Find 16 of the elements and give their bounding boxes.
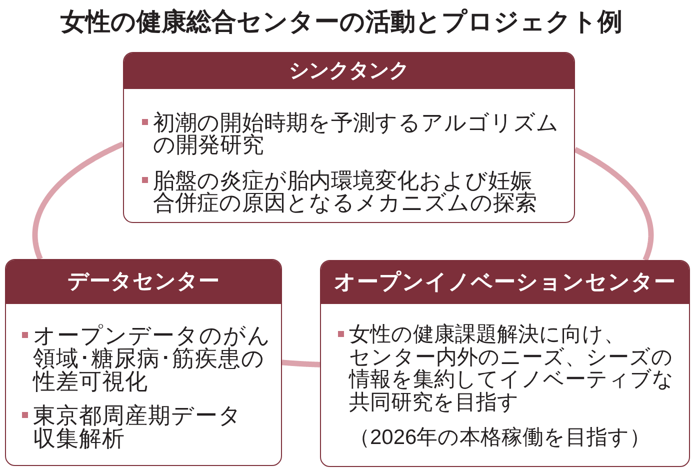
info-card: [320, 260, 690, 467]
list-item-text: 東京都周産期データ収集解析: [33, 404, 242, 450]
title: 女性の健康総合センターの活動とプロジェクト例: [60, 7, 624, 38]
card-header: データセンター: [6, 260, 281, 304]
curved-connector: [574, 147, 654, 262]
list-item-text: オープンデータのがん領域･糖尿病･筋疾患の性差可視化: [33, 324, 271, 393]
info-card: [5, 259, 282, 466]
card-header: オープンイノベーションセンター: [321, 261, 689, 304]
list-item-text: 胎盤の炎症が胎内環境変化および妊娠合併症の原因となるメカニズムの探索: [153, 170, 537, 214]
list-item-text: 女性の健康課題解決に向け、センター内外のニーズ、シーズの情報を集約してイノベーティブな共同研究を目指す: [349, 324, 674, 414]
list-item-text: 初潮の開始時期を予測するアルゴリズムの開発研究: [153, 112, 559, 156]
card-header: シンクタンク: [124, 53, 574, 89]
curved-connector: [280, 360, 322, 368]
note-text: （2026年の本格稼働を目指す）: [349, 427, 651, 450]
info-card: [123, 52, 575, 223]
curved-connector: [32, 142, 124, 260]
